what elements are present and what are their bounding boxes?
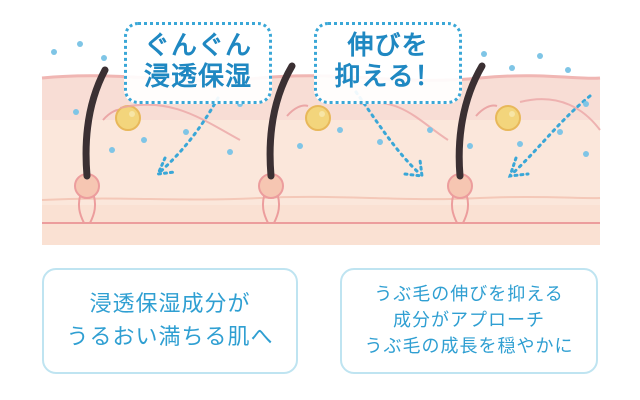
callout-left-line-2: 浸透保湿 (143, 61, 252, 92)
info-left-line-2: うるおい満ちる肌へ (66, 325, 274, 350)
moisture-droplet-icon (183, 129, 189, 135)
sebaceous-gland-icon (495, 105, 521, 131)
dotted-arrow-icon (507, 156, 530, 178)
moisture-droplets (51, 41, 589, 157)
callout-right-line-2: 抑える！ (334, 61, 442, 92)
moisture-droplet-icon (297, 143, 303, 149)
dermis-layer (42, 120, 600, 208)
moisture-droplet-icon (109, 147, 115, 153)
sebaceous-gland-icon (115, 105, 141, 131)
info-right-line-1: うぶ毛の伸びを抑える (374, 284, 564, 305)
moisture-droplet-icon (51, 49, 57, 55)
moisture-droplet-icon (583, 151, 589, 157)
moisture-droplet-icon (467, 143, 473, 149)
dotted-arrow-icon (403, 158, 424, 178)
moisture-droplet-icon (583, 101, 589, 107)
moisture-droplet-icon (509, 65, 515, 71)
hair-follicle-icon (447, 62, 498, 224)
callout-suppress-growth: 伸びを 抑える！ (314, 22, 462, 104)
moisture-droplet-icon (227, 149, 233, 155)
info-right-line-2: 成分がアプローチ (393, 310, 545, 331)
sebaceous-gland-icon (305, 105, 331, 131)
moisture-droplet-icon (101, 55, 107, 61)
hair-follicle-icon (258, 62, 309, 224)
dotted-arrow-icon (354, 90, 422, 176)
moisture-droplet-icon (377, 139, 383, 145)
moisture-droplet-icon (73, 109, 79, 115)
moisture-droplet-icon (537, 53, 543, 59)
info-left-line-1: 浸透保湿成分が (89, 292, 251, 317)
info-box-vellus-hair: うぶ毛の伸びを抑える 成分がアプローチ うぶ毛の成長を穏やかに (340, 268, 598, 374)
moisture-droplet-icon (517, 141, 523, 147)
info-box-moisture: 浸透保湿成分が うるおい満ちる肌へ (42, 268, 298, 374)
moisture-droplet-icon (427, 127, 433, 133)
callout-deep-moisture: ぐんぐん 浸透保湿 (124, 22, 272, 104)
moisture-droplet-icon (557, 129, 563, 135)
dotted-arrow-icon (510, 94, 592, 176)
callout-left-line-1: ぐんぐん (143, 31, 252, 61)
connective-tissue-line (119, 103, 241, 141)
callout-right-line-1: 伸びを (347, 31, 429, 61)
moisture-droplet-icon (481, 51, 487, 57)
moisture-droplet-icon (141, 137, 147, 143)
subcutaneous-layer (42, 205, 600, 245)
moisture-droplet-icon (565, 67, 571, 73)
connective-tissue-line (519, 98, 601, 131)
dotted-arrow-icon (155, 156, 177, 176)
dermis-boundary-line (41, 195, 601, 201)
moisture-droplet-icon (77, 41, 83, 47)
info-right-line-3: うぶ毛の成長を穏やかに (364, 336, 574, 357)
dotted-arrow-icon (158, 96, 220, 174)
moisture-droplet-icon (337, 127, 343, 133)
